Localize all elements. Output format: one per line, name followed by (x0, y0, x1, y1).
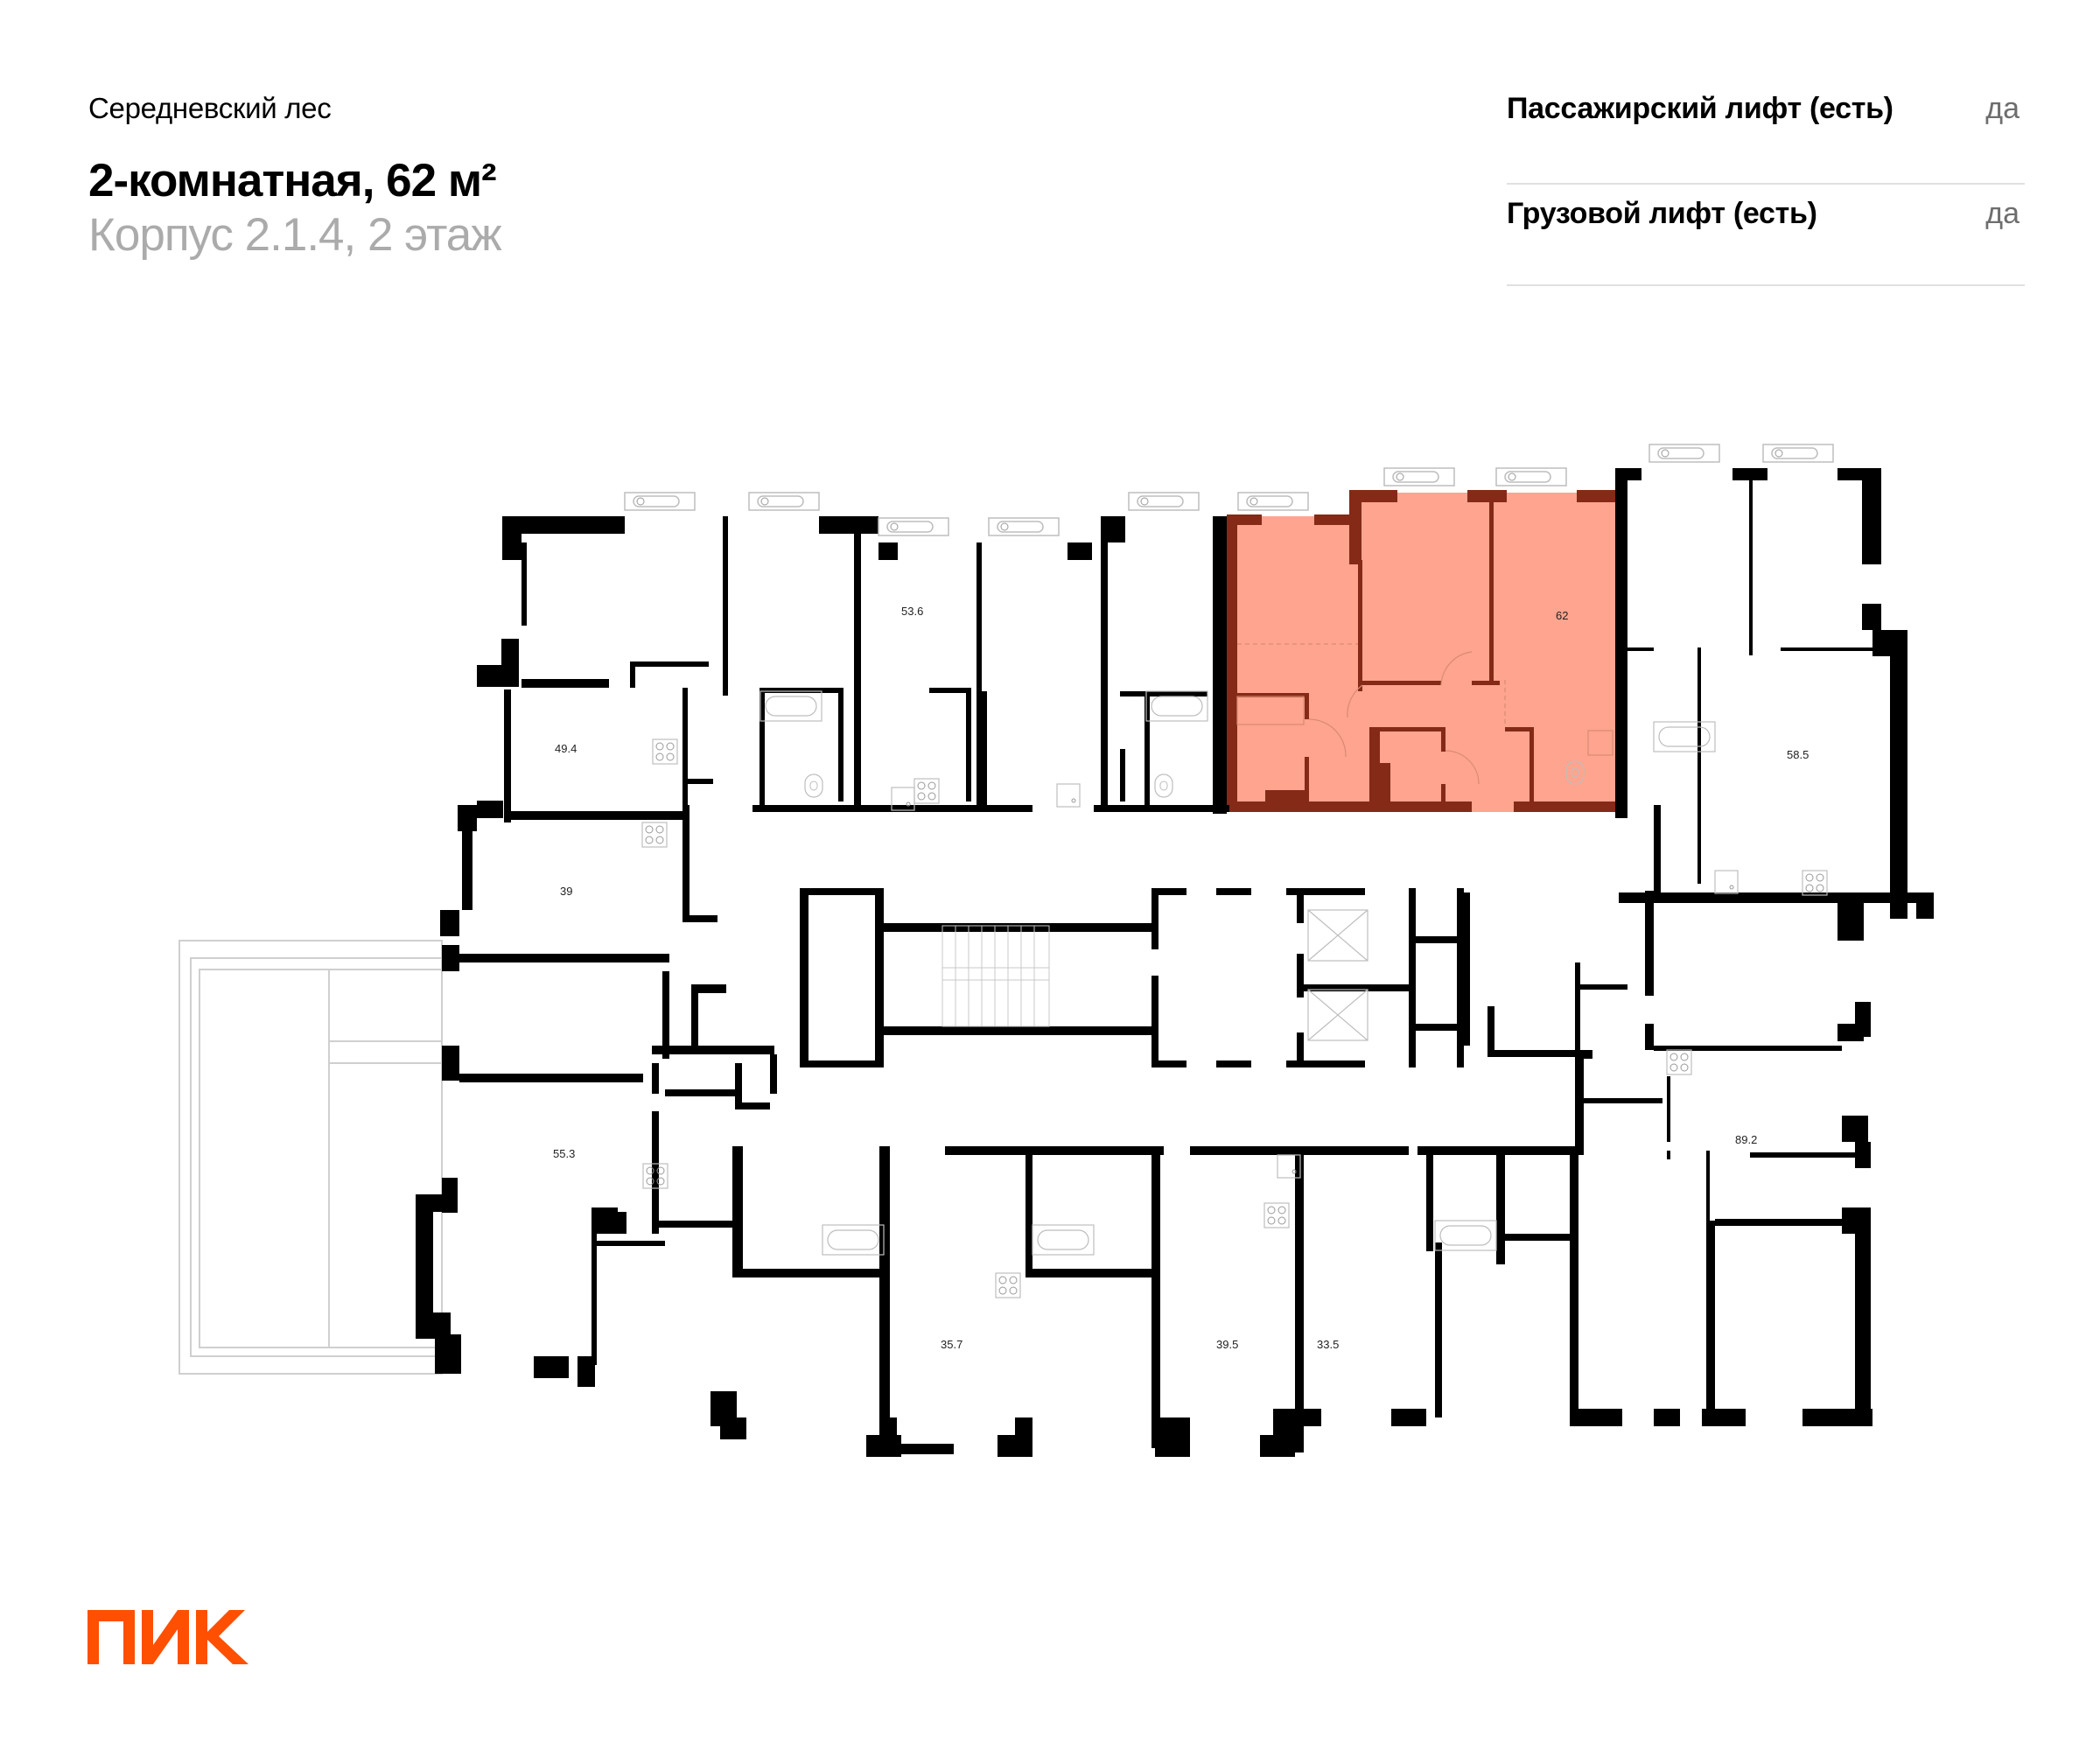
terrace (178, 940, 443, 1375)
property-value: да (1985, 197, 2020, 230)
property-label: Пассажирский лифт (есть) (1507, 92, 1894, 125)
elevator-passenger (1307, 909, 1368, 962)
area-labels: 49.4 53.6 58.5 39 55.3 35.7 39.5 33.5 89… (553, 605, 1809, 1351)
building-floor: Корпус 2.1.4, 2 этаж (88, 209, 502, 261)
property-value: да (1985, 92, 2020, 125)
staircase (942, 925, 1050, 1027)
complex-name: Середневский лес (88, 92, 332, 124)
elevator-freight (1307, 989, 1368, 1041)
property-row-passenger-lift: Пассажирский лифт (есть) да (1507, 83, 2025, 185)
apartment-area-label: 39.5 (1216, 1338, 1238, 1351)
property-label: Грузовой лифт (есть) (1507, 197, 1817, 230)
apartment-area-label: 89.2 (1735, 1133, 1757, 1146)
apartment-area-label: 39 (560, 885, 572, 898)
apartment-area-label: 55.3 (553, 1147, 575, 1160)
apartment-area-label: 58.5 (1787, 748, 1809, 761)
apartment-area-label: 35.7 (941, 1338, 962, 1351)
apartment-area-label: 49.4 (555, 742, 577, 755)
pik-logo (88, 1610, 248, 1664)
properties-list: Пассажирский лифт (есть) да Грузовой лиф… (1507, 83, 2025, 286)
walls (416, 468, 1934, 1457)
highlighted-apartment[interactable]: 62 (1227, 467, 1628, 812)
property-row-freight-lift: Грузовой лифт (есть) да (1507, 185, 2025, 286)
apartment-area-label: 33.5 (1317, 1338, 1339, 1351)
apartment-area-label: 53.6 (901, 605, 923, 618)
apartment-title: 2-комнатная, 62 м² (88, 155, 497, 206)
apartment-area-label: 62 (1556, 609, 1568, 622)
